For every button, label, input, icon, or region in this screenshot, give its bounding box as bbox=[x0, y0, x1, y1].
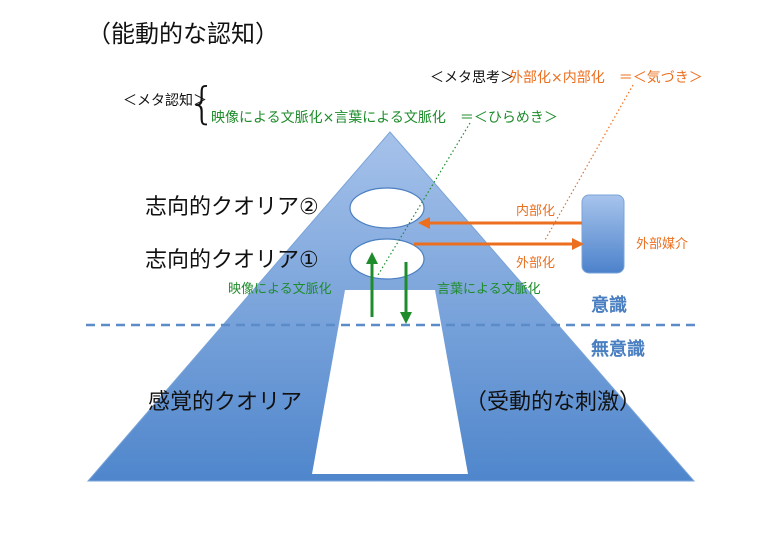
external-media-label: 外部媒介 bbox=[636, 237, 689, 252]
meta-cognition-label: ＜メタ認知＞ bbox=[123, 93, 207, 109]
awareness-formula: 外部化×内部化 ＝＜気づき＞ bbox=[509, 70, 703, 86]
qualia-1-ellipse bbox=[349, 238, 425, 280]
external-media-box bbox=[581, 194, 625, 274]
meta-cognition-brace: { bbox=[188, 78, 216, 129]
diagram-title: （能動的な認知） bbox=[87, 20, 279, 48]
flash-dotted-line bbox=[377, 122, 471, 276]
intentional-qualia-1-label: 志向的クオリア① bbox=[145, 248, 319, 273]
unconscious-label: 無意識 bbox=[591, 339, 645, 360]
internalization-label: 内部化 bbox=[516, 204, 556, 219]
meta-thinking-label: ＜メタ思考＞ bbox=[430, 70, 514, 86]
flash-formula: 映像による文脈化×言葉による文脈化 ＝＜ひらめき＞ bbox=[211, 110, 558, 126]
qualia-2-ellipse bbox=[349, 187, 425, 229]
sensory-column bbox=[312, 290, 468, 474]
externalization-label: 外部化 bbox=[516, 256, 556, 271]
language-context-label: 言葉による文脈化 bbox=[437, 282, 541, 297]
sensory-qualia-label: 感覚的クオリア bbox=[148, 390, 303, 415]
intentional-qualia-2-label: 志向的クオリア② bbox=[145, 195, 319, 220]
conscious-label: 意識 bbox=[591, 295, 627, 316]
awareness-dotted-line bbox=[544, 84, 634, 241]
video-context-label: 映像による文脈化 bbox=[228, 282, 332, 297]
passive-stimulus-label: （受動的な刺激） bbox=[465, 390, 642, 415]
